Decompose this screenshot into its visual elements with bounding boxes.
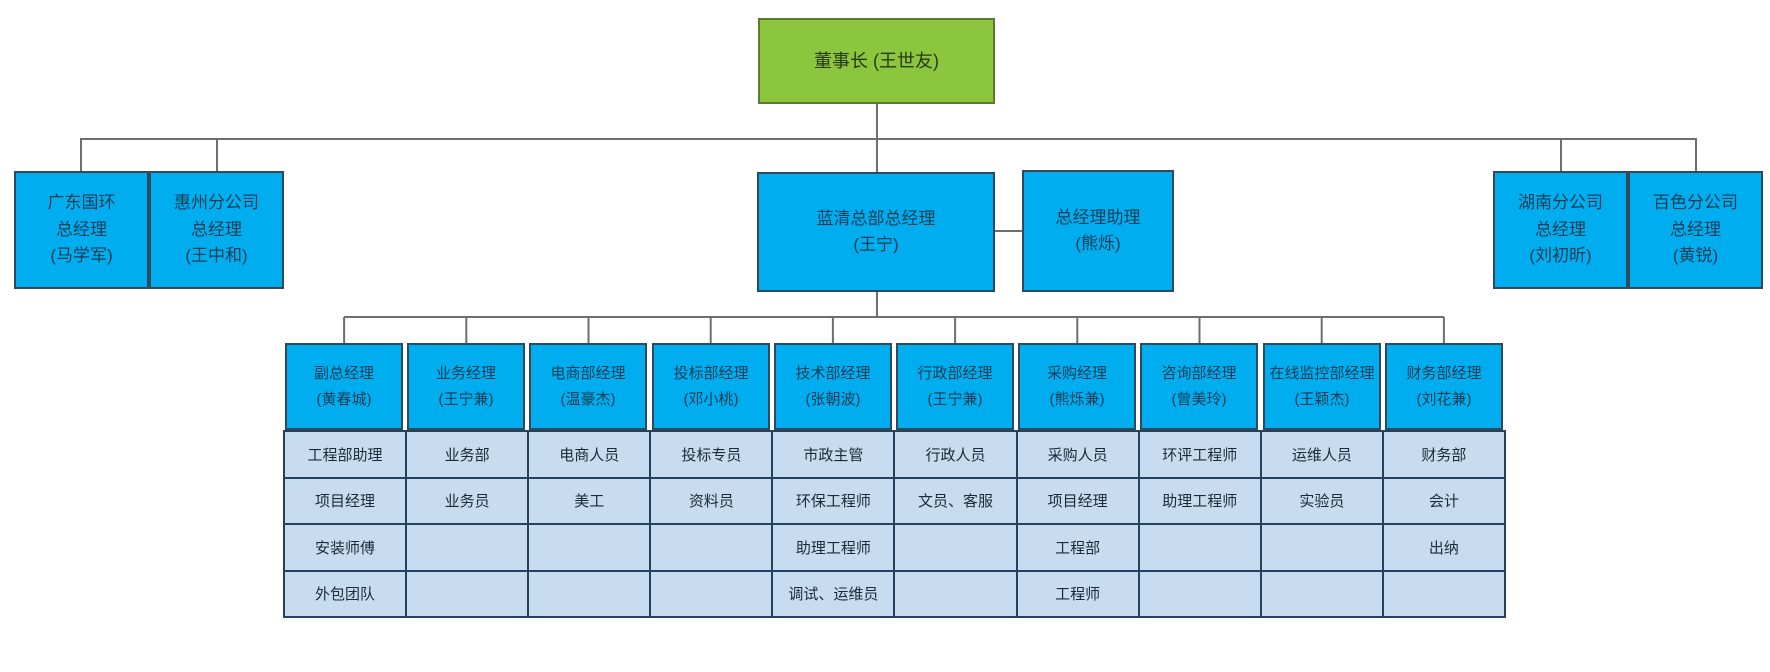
staff-cell: 工程部 [1016,524,1139,571]
staff-cell: 调试、运维员 [772,570,895,617]
dept-manager-name: (温豪杰) [560,390,616,408]
box-line: (王中和) [185,246,248,266]
dept-header-box: 技术部经理 (张朝波) [774,343,892,430]
box-line: 总经理 [1535,219,1586,239]
box-line: 总经理 [191,219,242,239]
box-guangdong-guohuan-gm: 广东国环 总经理 (马学军) [14,171,149,289]
dept-title: 采购经理 [1046,365,1107,382]
staff-cell: 电商人员 [528,431,651,478]
dept-manager-name: (王宁兼) [438,390,494,408]
staff-cell: 环保工程师 [772,477,895,524]
box-huizhou-branch-gm: 惠州分公司 总经理 (王中和) [149,171,284,289]
staff-cell: 财务部 [1382,431,1505,478]
box-baise-branch-gm: 百色分公司 总经理 (黄锐) [1628,171,1763,289]
staff-cell [650,524,773,571]
staff-cell: 安装师傅 [284,524,407,571]
box-line: 广东国环 [47,193,116,213]
dept-header-box: 采购经理 (熊烁兼) [1018,343,1136,430]
staff-cell [406,570,529,617]
staff-cell [406,524,529,571]
dept-manager-name: (邓小桃) [683,390,739,408]
box-line: 总经理助理 [1055,207,1141,227]
dept-header-box: 财务部经理 (刘花兼) [1385,343,1503,430]
staff-cell: 文员、客服 [894,477,1017,524]
staff-cell: 项目经理 [1016,477,1139,524]
staff-cell: 业务部 [406,431,529,478]
dept-manager-name: (王颖杰) [1294,390,1350,408]
staff-cell: 美工 [528,477,651,524]
dept-manager-name: (张朝波) [805,390,861,408]
dept-title: 副总经理 [313,365,374,382]
dept-manager-name: (王宁兼) [927,390,983,408]
staff-cell: 运维人员 [1260,431,1383,478]
box-line: (刘初昕) [1529,246,1592,266]
dept-title: 行政部经理 [917,365,993,382]
staff-cell: 业务员 [406,477,529,524]
staff-cell [1138,524,1261,571]
staff-cell [894,570,1017,617]
staff-cell: 会计 [1382,477,1505,524]
box-gm-assistant: 总经理助理 (熊烁) [1022,170,1174,292]
dept-title: 在线监控部经理 [1269,365,1375,382]
staff-cell [1382,570,1505,617]
dept-manager-name: (黄春城) [316,390,372,408]
dept-header-box: 在线监控部经理 (王颖杰) [1263,343,1381,430]
chairman-box: 董事长 (王世友) [758,18,995,104]
box-line: 总经理 [56,219,107,239]
staff-cell: 助理工程师 [1138,477,1261,524]
staff-cell: 工程部助理 [284,431,407,478]
dept-title: 投标部经理 [673,365,749,382]
box-line: (黄锐) [1672,246,1719,266]
dept-title: 业务经理 [435,365,496,382]
box-line: (熊烁) [1075,234,1121,253]
staff-cell [1260,524,1383,571]
dept-header-box: 咨询部经理 (曾美玲) [1140,343,1258,430]
staff-cell: 投标专员 [650,431,773,478]
box-line: 百色分公司 [1653,193,1738,213]
dept-header-box: 副总经理 (黄春城) [285,343,403,430]
box-line: 湖南分公司 [1518,193,1603,213]
staff-table: 工程部助理业务部电商人员投标专员市政主管行政人员采购人员环评工程师运维人员财务部… [283,430,1506,618]
staff-cell: 工程师 [1016,570,1139,617]
box-line: (王宁) [853,235,899,254]
staff-cell: 出纳 [1382,524,1505,571]
staff-cell: 行政人员 [894,431,1017,478]
staff-cell: 市政主管 [772,431,895,478]
staff-cell: 资料员 [650,477,773,524]
box-lanqing-hq-gm: 蓝清总部总经理 (王宁) [757,172,995,292]
box-line: 总经理 [1670,219,1721,239]
dept-manager-name: (刘花兼) [1416,390,1472,408]
dept-header-box: 电商部经理 (温豪杰) [529,343,647,430]
staff-cell [894,524,1017,571]
staff-cell [650,570,773,617]
box-line: (马学军) [50,246,113,266]
dept-manager-name: (熊烁兼) [1049,390,1105,408]
staff-cell [528,570,651,617]
staff-cell: 外包团队 [284,570,407,617]
dept-title: 咨询部经理 [1161,365,1237,382]
dept-title: 财务部经理 [1406,365,1482,382]
box-hunan-branch-gm: 湖南分公司 总经理 (刘初昕) [1493,171,1628,289]
staff-cell [1138,570,1261,617]
staff-cell: 实验员 [1260,477,1383,524]
box-line: 蓝清总部总经理 [816,208,936,228]
chairman-label: 董事长 (王世友) [814,50,939,71]
dept-header-box: 投标部经理 (邓小桃) [652,343,770,430]
box-line: 惠州分公司 [174,193,259,213]
dept-title: 电商部经理 [550,365,626,382]
staff-cell [1260,570,1383,617]
staff-cell [528,524,651,571]
staff-cell: 环评工程师 [1138,431,1261,478]
dept-manager-name: (曾美玲) [1171,390,1227,408]
staff-cell: 采购人员 [1016,431,1139,478]
staff-cell: 助理工程师 [772,524,895,571]
dept-header-box: 行政部经理 (王宁兼) [896,343,1014,430]
staff-cell: 项目经理 [284,477,407,524]
dept-title: 技术部经理 [795,365,871,382]
dept-header-box: 业务经理 (王宁兼) [407,343,525,430]
